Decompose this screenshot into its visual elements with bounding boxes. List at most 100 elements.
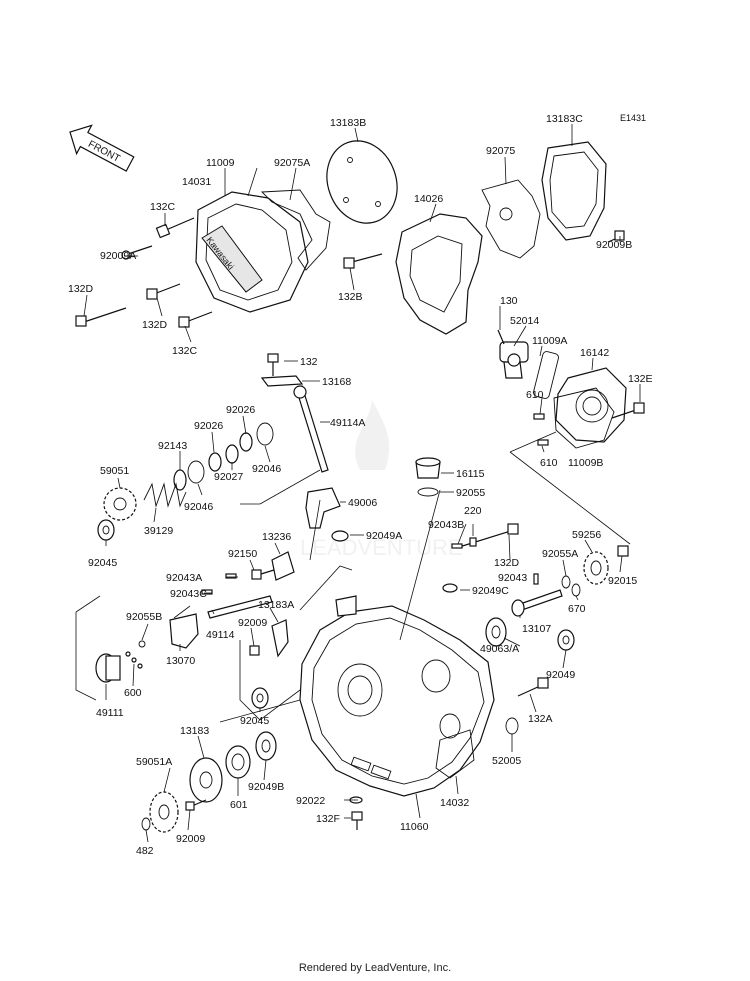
water-pump-housing (555, 367, 627, 443)
label-92049: 92049 (546, 669, 575, 681)
label-92027: 92027 (214, 471, 243, 483)
label-92043c: 92043C (170, 588, 207, 600)
sprocket-cover-gasket (481, 179, 541, 259)
label-132f: 132F (316, 813, 340, 825)
clutch-cover: Kawasaki (195, 191, 309, 313)
plunger-49111 (95, 653, 121, 683)
collar-92049a (331, 530, 349, 542)
pump-gasket-11009a (533, 351, 559, 399)
seal-92045-left (97, 519, 115, 541)
label-92009a: 92009A (100, 250, 136, 262)
label-92075a: 92075A (274, 157, 310, 169)
bearing-92049b (255, 731, 277, 761)
holder-13070 (169, 613, 199, 649)
washer-92027 (225, 444, 239, 464)
shift-shaft-49114a (293, 385, 329, 473)
washers-92026 (208, 432, 253, 472)
label-49111: 49111 (96, 707, 124, 719)
label-220: 220 (464, 505, 482, 517)
label-11009: 11009 (206, 157, 235, 169)
label-132e: 132E (628, 373, 653, 385)
label-13183a: 13183A (258, 599, 294, 611)
label-59256: 59256 (572, 529, 601, 541)
shaft-49114 (207, 595, 273, 619)
render-credit: Rendered by LeadVenture, Inc. (298, 962, 452, 974)
part-labels: 13183B 13183C 11009 92075A 14031 92075 1… (68, 113, 653, 857)
label-13107: 13107 (522, 623, 551, 635)
label-92009b-upper: 92009B (596, 239, 632, 251)
ball-600 (125, 651, 143, 669)
label-92055b: 92055B (126, 611, 162, 623)
pin-92043b (451, 543, 463, 549)
label-92055a: 92055A (542, 548, 578, 560)
filler-cap-16115 (415, 457, 441, 479)
circlip-92046 (187, 422, 274, 484)
pin-92043c (201, 589, 213, 595)
lever-13168 (260, 375, 304, 387)
pin-92043 (533, 573, 539, 585)
label-13236: 13236 (262, 531, 291, 543)
label-16115: 16115 (456, 468, 485, 480)
label-92049a: 92049A (366, 530, 402, 542)
label-11060: 11060 (400, 821, 429, 833)
label-92055: 92055 (456, 487, 485, 499)
watermark-text: LEADVENTURE (300, 535, 463, 560)
oring-92055b (138, 640, 146, 648)
label-130: 130 (500, 295, 518, 307)
label-92049b: 92049B (248, 781, 284, 793)
pump-gasket-11009b (553, 387, 615, 449)
crankcase-11060 (299, 595, 495, 797)
label-11009a: 11009A (532, 335, 567, 347)
seal-92049 (557, 629, 575, 651)
gear-59051a (149, 791, 179, 833)
label-92075: 92075 (486, 145, 515, 157)
bolt-132f (351, 811, 363, 830)
label-132b: 132B (338, 291, 363, 303)
label-52005: 52005 (492, 755, 521, 767)
gear-59051 (103, 487, 137, 521)
leader-lines (75, 124, 641, 843)
diagram-code: E1431 (620, 113, 646, 123)
label-39129: 39129 (144, 525, 173, 537)
crankcase-gasket-14032 (435, 729, 475, 779)
bearing-49063a (485, 617, 507, 647)
oil-pump-shaft-13107 (511, 589, 563, 617)
label-92043a: 92043A (166, 572, 202, 584)
label-92046-left: 92046 (184, 501, 213, 513)
label-92046-right: 92046 (252, 463, 281, 475)
guide-13183a (271, 619, 289, 658)
bolt-132c-upper (155, 217, 195, 239)
label-13168: 13168 (322, 376, 351, 388)
bolt-92009a (121, 245, 153, 260)
label-92026-upper: 92026 (226, 404, 255, 416)
label-92009-mid: 92009 (238, 617, 267, 629)
plate-13183 (189, 757, 223, 803)
label-132: 132 (300, 356, 318, 368)
bolt-92009-lower (185, 799, 207, 811)
label-482: 482 (136, 845, 154, 857)
label-49114a: 49114A (330, 417, 365, 429)
label-11009b: 11009B (568, 457, 603, 469)
bolt-132e (611, 402, 645, 419)
label-92045-left: 92045 (88, 557, 117, 569)
label-13183b: 13183B (330, 117, 366, 129)
label-92043b: 92043B (428, 519, 464, 531)
label-92043: 92043 (498, 572, 527, 584)
label-610-lower: 610 (540, 457, 558, 469)
label-670: 670 (568, 603, 586, 615)
oring-52005 (505, 717, 519, 735)
label-600: 600 (124, 687, 142, 699)
sprocket-cover (395, 213, 483, 335)
label-132c-upper: 132C (150, 201, 176, 213)
label-92009-lower: 92009 (176, 833, 205, 845)
label-49114: 49114 (206, 629, 235, 641)
water-pump-cover (541, 141, 607, 241)
label-92049c: 92049C (472, 585, 509, 597)
pin-92043a (225, 573, 237, 579)
kick-guide-49006 (305, 487, 341, 529)
label-49006: 49006 (348, 497, 377, 509)
front-arrow-icon: FRONT (69, 124, 135, 172)
label-132a: 132A (528, 713, 553, 725)
seal-92045-lower (251, 687, 269, 709)
